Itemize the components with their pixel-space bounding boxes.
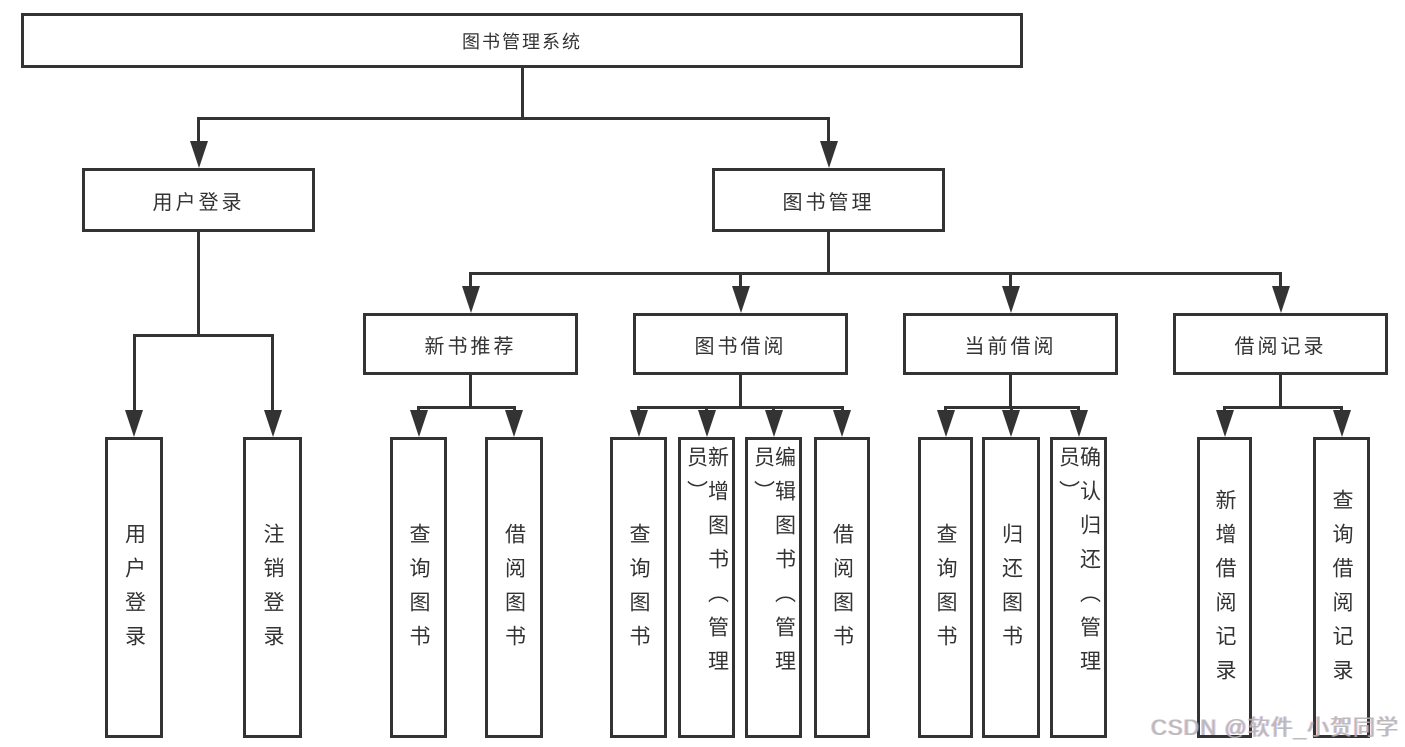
arrow-down-icon <box>731 286 750 313</box>
module-box-new-book-recommend: 新书推荐 <box>363 313 578 375</box>
connector-line <box>197 118 200 148</box>
module-box-book-borrowing: 图书借阅 <box>633 313 848 375</box>
arrow-down-icon <box>263 410 282 437</box>
arrow-down-icon <box>936 410 955 437</box>
connector-line <box>132 335 136 417</box>
connector-line <box>197 116 830 120</box>
arrow-down-icon <box>1271 286 1290 313</box>
root-box-library-system: 图书管理系统 <box>21 13 1023 68</box>
arrow-down-icon <box>409 410 428 437</box>
leaf-box-confirm-return-admin: 确认归还（管理员） <box>1050 437 1107 738</box>
connector-line <box>827 232 830 273</box>
connector-line <box>827 118 830 148</box>
leaf-box-borrow-books: 借阅图书 <box>814 437 870 738</box>
arrow-down-icon <box>1069 410 1088 437</box>
arrow-down-icon <box>189 141 208 168</box>
connector-line <box>469 271 1282 275</box>
connector-line <box>197 232 200 335</box>
leaf-box-user-login: 用户登录 <box>105 437 163 738</box>
watermark: CSDN @软件_小贺同学 <box>1150 715 1399 740</box>
branch-box-user-login: 用户登录 <box>82 168 315 232</box>
connector-line <box>1279 375 1282 407</box>
arrow-down-icon <box>461 286 480 313</box>
leaf-box-add-borrow-record: 新增借阅记录 <box>1197 437 1252 738</box>
connector-line <box>469 375 472 407</box>
connector-line <box>1009 273 1012 293</box>
connector-line <box>520 68 524 118</box>
arrow-down-icon <box>1215 410 1234 437</box>
connector-line <box>132 333 274 337</box>
leaf-box-edit-book-admin: 编辑图书（管理员） <box>745 437 802 738</box>
connector-line <box>739 273 742 293</box>
module-box-borrow-records: 借阅记录 <box>1173 313 1388 375</box>
arrow-down-icon <box>819 141 838 168</box>
arrow-down-icon <box>1332 410 1351 437</box>
arrow-down-icon <box>505 410 523 437</box>
leaf-box-query-books: 查询图书 <box>918 437 973 738</box>
arrow-down-icon <box>1001 286 1020 313</box>
branch-box-book-management: 图书管理 <box>712 168 945 232</box>
leaf-box-query-borrow-record: 查询借阅记录 <box>1313 437 1370 738</box>
connector-line <box>1009 375 1012 407</box>
arrow-down-icon <box>125 410 143 437</box>
arrow-down-icon <box>629 410 648 437</box>
arrow-down-icon <box>1002 410 1020 437</box>
connector-line <box>417 405 516 409</box>
leaf-box-query-books: 查询图书 <box>390 437 447 738</box>
arrow-down-icon <box>697 410 716 437</box>
arrow-down-icon <box>833 410 851 437</box>
leaf-box-borrow-books: 借阅图书 <box>485 437 543 738</box>
connector-line <box>271 335 274 417</box>
leaf-box-add-book-admin: 新增图书（管理员） <box>678 437 735 738</box>
leaf-box-logout: 注销登录 <box>243 437 302 738</box>
leaf-box-return-books: 归还图书 <box>982 437 1040 738</box>
connector-line <box>1279 273 1282 293</box>
arrow-down-icon <box>764 410 783 437</box>
leaf-box-query-books: 查询图书 <box>610 437 667 738</box>
connector-line <box>739 375 742 407</box>
module-box-current-borrowing: 当前借阅 <box>903 313 1118 375</box>
connector-line <box>469 273 472 293</box>
connector-line <box>637 405 844 409</box>
connector-line <box>1223 405 1343 409</box>
